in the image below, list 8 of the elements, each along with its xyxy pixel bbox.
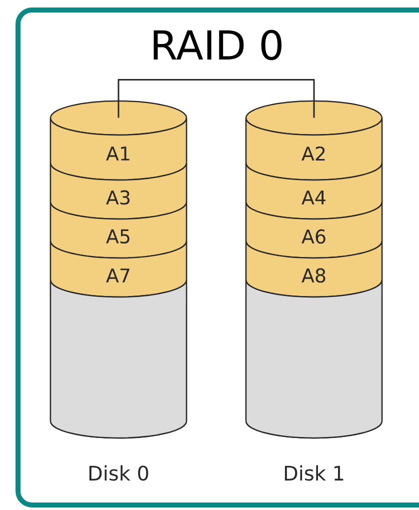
data-block: A3 [50, 162, 188, 220]
data-block: A2 [245, 117, 383, 181]
data-block: A1 [50, 117, 188, 181]
title: RAID 0 [154, 30, 282, 60]
disk-label: Disk 1 [284, 465, 344, 481]
data-block: A4 [245, 162, 383, 220]
disk-label: Disk 0 [89, 465, 148, 481]
connector-line [118, 79, 315, 118]
